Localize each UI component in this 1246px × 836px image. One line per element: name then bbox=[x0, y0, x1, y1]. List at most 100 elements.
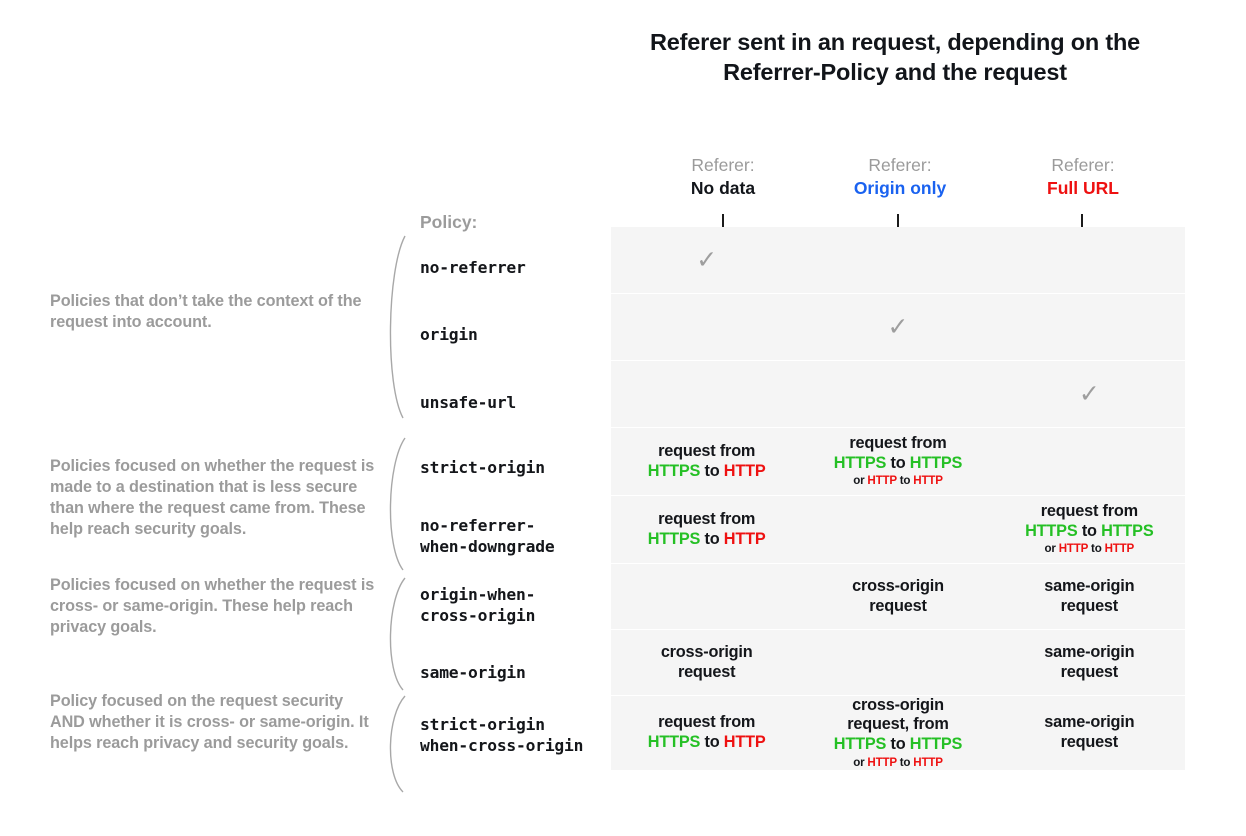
protocol-token: to bbox=[1077, 521, 1102, 540]
policy-name-unsafe-url: unsafe-url bbox=[420, 393, 517, 412]
protocol-token: HTTP bbox=[867, 474, 897, 488]
protocol-token: or bbox=[853, 755, 868, 769]
policy-name-origin: origin bbox=[420, 325, 478, 344]
table-cell: ✓ bbox=[611, 227, 802, 293]
protocol-token: HTTPS bbox=[647, 461, 701, 480]
checkmark-icon: ✓ bbox=[887, 312, 909, 341]
table-cell bbox=[994, 428, 1185, 495]
protocol-token: HTTPS bbox=[1101, 521, 1154, 540]
protocol-token: request bbox=[1060, 662, 1119, 681]
cell-subtext: or HTTP to HTTP bbox=[834, 474, 962, 488]
column-header-full-url: Referer: Full URL bbox=[988, 155, 1178, 200]
group-brace-2 bbox=[389, 437, 406, 571]
cell-subtext: or HTTP to HTTP bbox=[834, 756, 962, 770]
column-header-value-3: Full URL bbox=[1047, 178, 1119, 199]
table-cell bbox=[802, 496, 993, 563]
protocol-token: to bbox=[896, 755, 914, 769]
protocol-token: HTTP bbox=[723, 733, 766, 751]
protocol-token: HTTPS bbox=[833, 735, 887, 754]
group-description-2: Policies focused on whether the request … bbox=[50, 457, 375, 538]
protocol-token: HTTP bbox=[867, 755, 897, 769]
protocol-token: request bbox=[677, 662, 736, 681]
policy-name-strict-origin-when-cross-origin: strict-origin when-cross-origin bbox=[420, 715, 584, 756]
protocol-token: to bbox=[700, 461, 724, 480]
protocol-token: HTTP bbox=[723, 529, 766, 548]
checkmark-icon: ✓ bbox=[696, 245, 718, 274]
protocol-token: or bbox=[853, 474, 868, 488]
protocol-token: HTTPS bbox=[647, 529, 701, 548]
group-brace-3 bbox=[389, 577, 406, 691]
protocol-token: to bbox=[886, 453, 910, 472]
table-cell bbox=[994, 294, 1185, 360]
group-brace-4 bbox=[389, 695, 406, 793]
protocol-token: to bbox=[896, 474, 914, 488]
column-header-lead-3: Referer: bbox=[1051, 155, 1115, 175]
table-row: ✓ bbox=[611, 227, 1185, 294]
policy-name-same-origin: same-origin bbox=[420, 663, 526, 682]
protocol-token: to bbox=[700, 733, 724, 751]
protocol-token: request bbox=[1060, 733, 1119, 751]
cell-subtext: or HTTP to HTTP bbox=[1025, 542, 1153, 556]
group-description-4: Policy focused on the request security A… bbox=[50, 692, 369, 752]
protocol-token: or bbox=[1044, 542, 1059, 556]
protocol-token: HTTPS bbox=[647, 733, 701, 751]
protocol-token: HTTPS bbox=[833, 453, 887, 472]
table-cell bbox=[611, 361, 802, 427]
policy-column-label: Policy: bbox=[420, 212, 478, 232]
protocol-token: request bbox=[1060, 596, 1119, 615]
table-row: ✓ bbox=[611, 361, 1185, 428]
page-title: Referer sent in an request, depending on… bbox=[649, 29, 1140, 85]
table-cell bbox=[994, 227, 1185, 293]
protocol-token: HTTP bbox=[913, 755, 943, 769]
table-cell bbox=[611, 564, 802, 629]
table-cell bbox=[611, 294, 802, 360]
protocol-token: HTTPS bbox=[909, 453, 963, 472]
protocol-token: request bbox=[869, 596, 927, 615]
column-tick-1 bbox=[722, 214, 724, 227]
group-brace-1 bbox=[389, 235, 406, 419]
protocol-token: HTTP bbox=[1104, 542, 1135, 556]
protocol-token: HTTP bbox=[913, 474, 943, 488]
table-cell bbox=[802, 361, 993, 427]
policy-name-no-referrer: no-referrer bbox=[420, 258, 526, 277]
table-cell: ✓ bbox=[802, 294, 993, 360]
protocol-token: to bbox=[1088, 542, 1105, 556]
table-cell bbox=[802, 630, 993, 695]
column-header-value-2: Origin only bbox=[853, 178, 947, 199]
table-cell: ✓ bbox=[994, 361, 1185, 427]
protocol-token: to bbox=[700, 529, 724, 548]
protocol-token: to bbox=[886, 735, 910, 754]
column-header-value-1: No data bbox=[690, 178, 756, 199]
table-cell bbox=[802, 227, 993, 293]
group-description-1: Policies that don’t take the context of … bbox=[50, 292, 362, 331]
policy-name-strict-origin: strict-origin bbox=[420, 458, 545, 477]
group-description-3: Policies focused on whether the request … bbox=[50, 576, 375, 636]
policy-name-no-referrer-when-downgrade: no-referrer- when-downgrade bbox=[420, 516, 555, 557]
checkmark-icon: ✓ bbox=[1078, 379, 1100, 408]
protocol-token: HTTP bbox=[1058, 542, 1089, 556]
column-tick-3 bbox=[1081, 214, 1083, 227]
protocol-token: HTTPS bbox=[1025, 521, 1078, 540]
column-header-origin-only: Referer: Origin only bbox=[805, 155, 995, 200]
